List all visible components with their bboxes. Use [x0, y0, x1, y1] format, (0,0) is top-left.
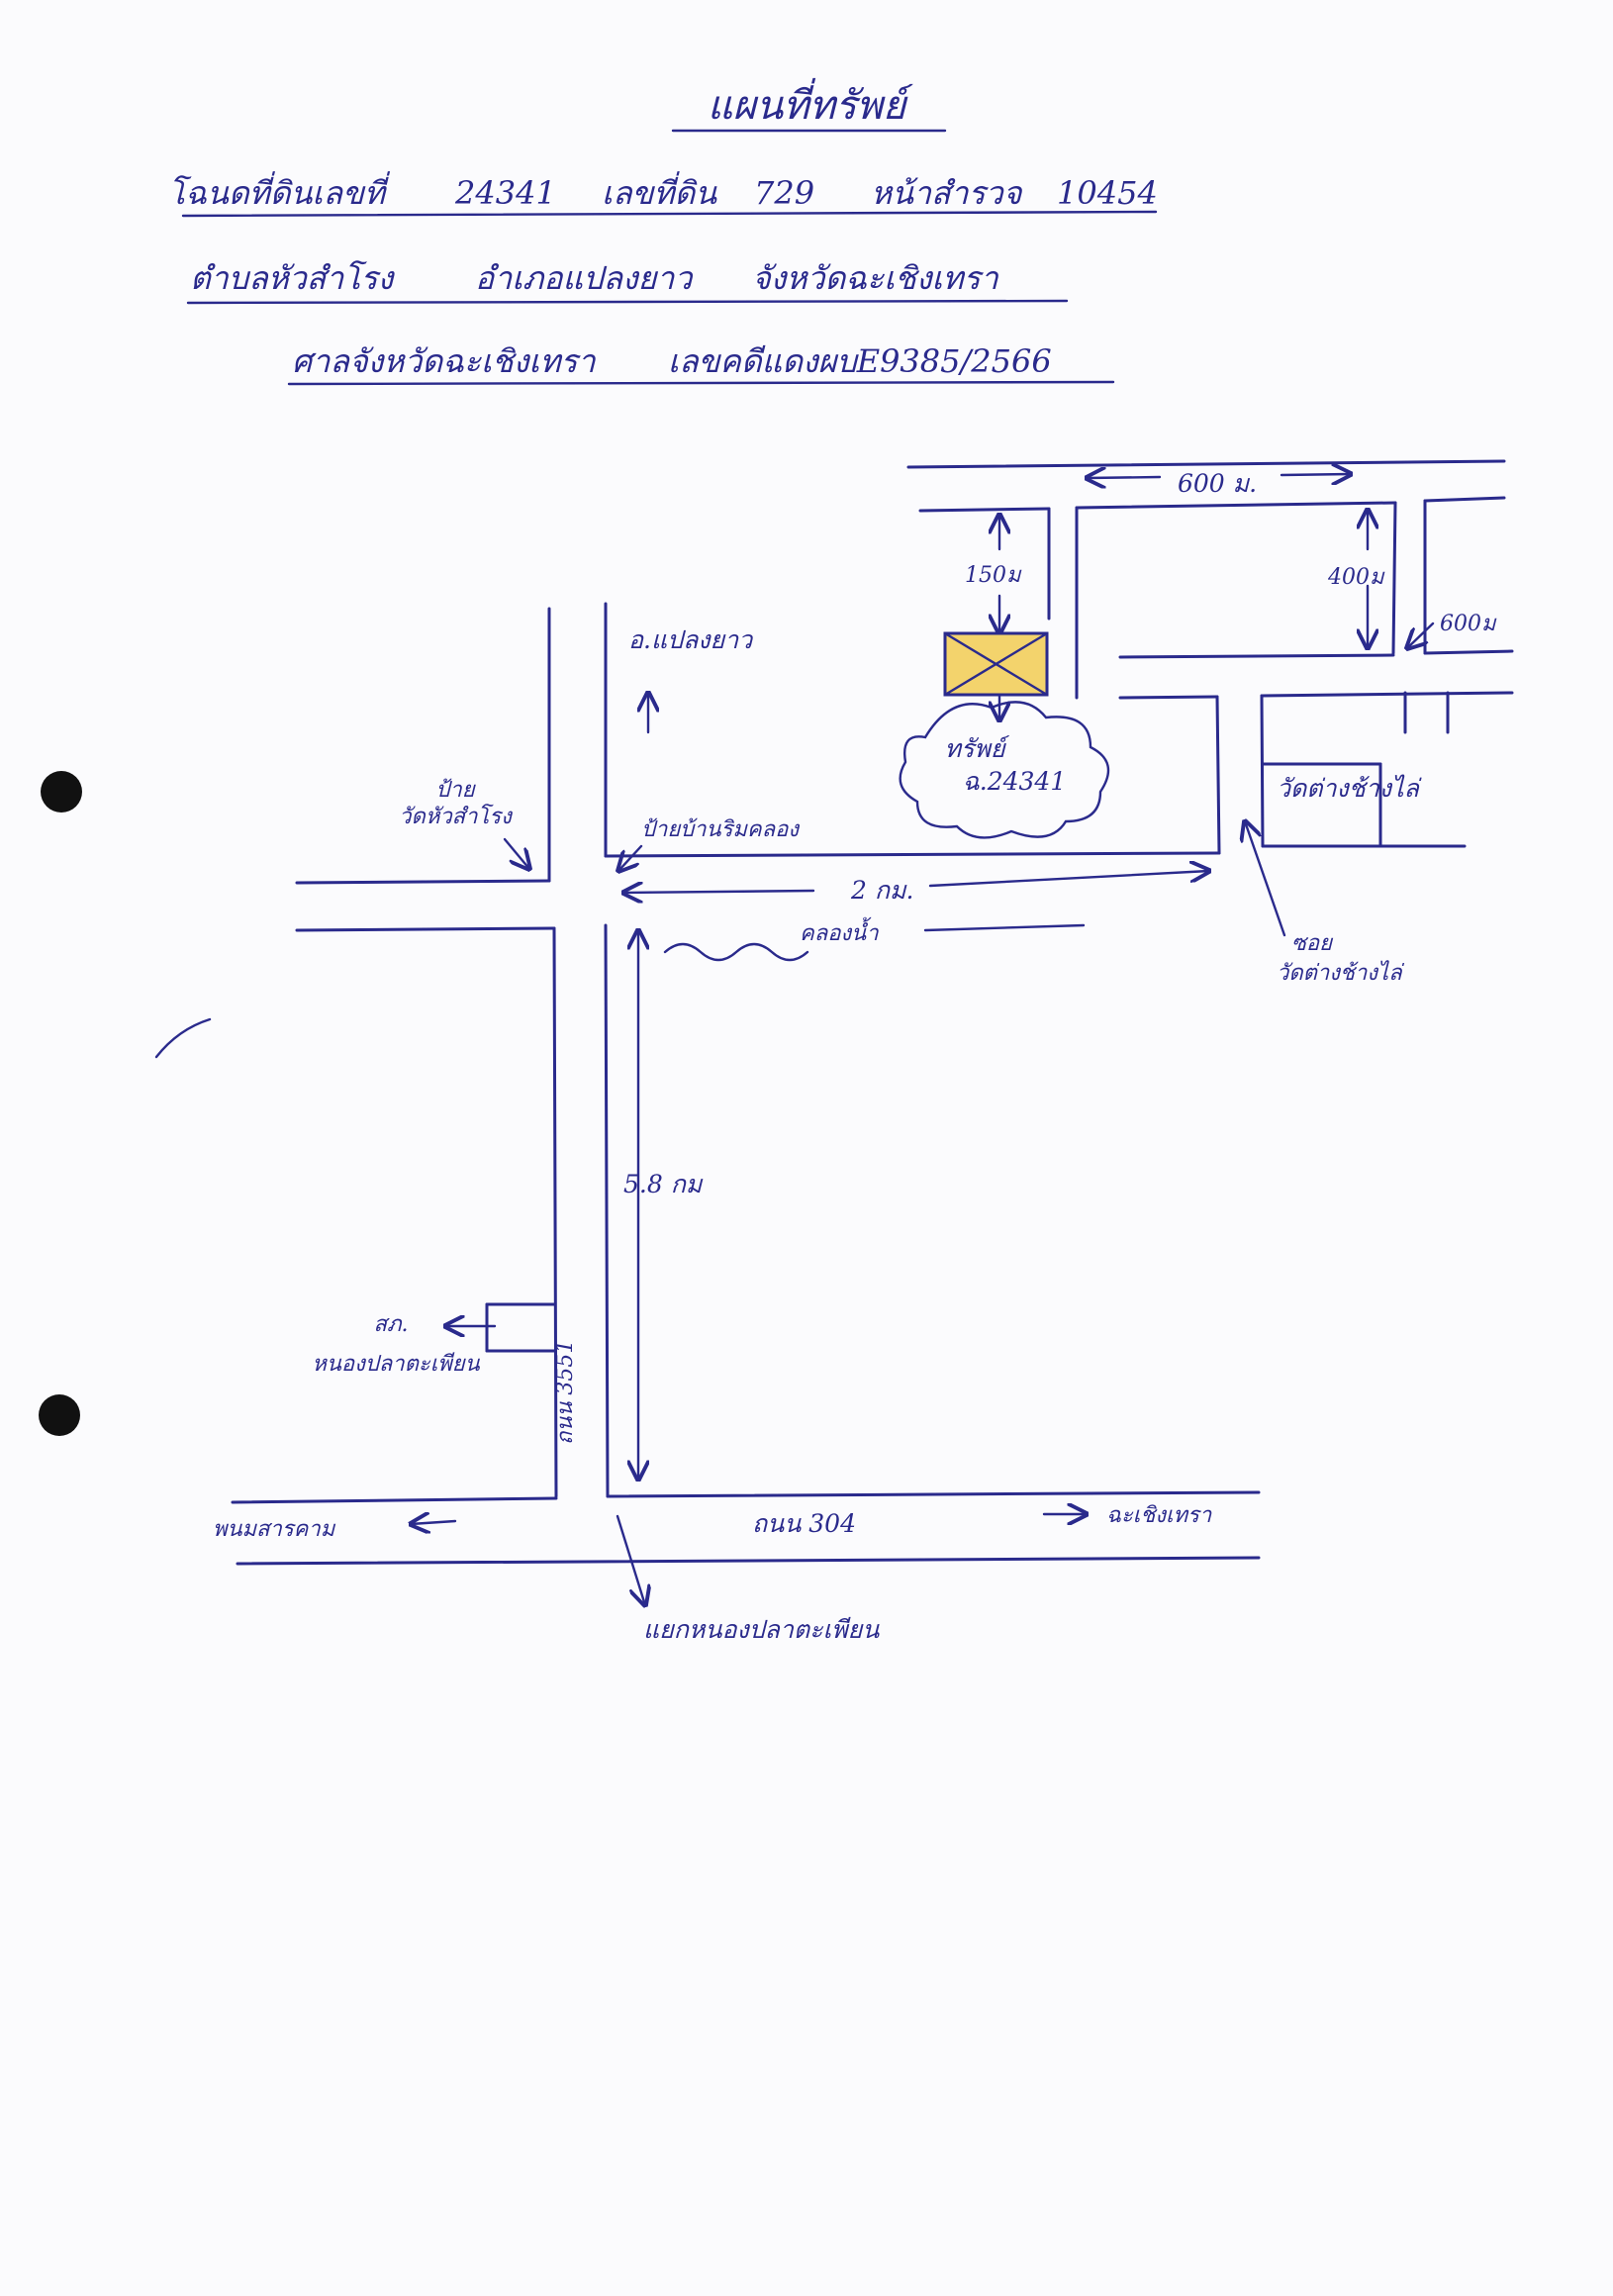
distance-to-plot-label: 150ม — [965, 563, 1022, 588]
property-label-cloud — [899, 701, 1110, 839]
soi-label-line2: วัดต่างช้างไล่ — [1277, 960, 1405, 986]
land-number-label: เลขที่ดิน — [602, 171, 717, 212]
police-label-line2: หนองปลาตะเพียน — [312, 1352, 480, 1377]
temple-sign-label-line2: วัดหัวสำโรง — [399, 804, 514, 829]
province-name: จังหวัดฉะเชิงเทรา — [752, 259, 999, 297]
deed-underline — [181, 210, 1158, 218]
road-network — [231, 459, 1514, 1566]
road-304-label: ถนน 304 — [752, 1509, 856, 1538]
deed-label: โฉนดที่ดินเลขที่ — [168, 171, 391, 212]
to-phanom-sarakham-label: พนมสารคาม — [213, 1517, 336, 1542]
subdistrict-name: ตำบลหัวสำโรง — [190, 259, 396, 297]
ban-rim-khlong-sign-label: ป้ายบ้านริมคลอง — [641, 817, 801, 842]
distance-right-label: 400ม — [1327, 565, 1385, 590]
junction-label: แยกหนองปลาตะเพียน — [643, 1615, 880, 1644]
distance-top-label: 600 ม. — [1178, 469, 1257, 498]
police-label-line1: สภ. — [374, 1312, 409, 1337]
to-plaeng-yao-label: อ.แปลงยาว — [628, 625, 754, 654]
road-3551-label: ถนน 3551 — [553, 1340, 578, 1445]
case-number: เลขคดีแดงผบE9385/2566 — [668, 342, 1052, 380]
court-underline — [287, 380, 1115, 386]
property-plot — [943, 631, 1049, 697]
location-underline — [186, 299, 1069, 305]
punch-hole-top — [41, 771, 82, 813]
district-name: อำเภอแปลงยาว — [475, 259, 694, 297]
deed-number: 24341 — [454, 174, 556, 212]
distance-5-8km-label: 5.8 กม — [623, 1170, 704, 1198]
to-chachoengsao-label: ฉะเชิงเทรา — [1106, 1503, 1212, 1528]
page-title: แผนที่ทรัพย์ — [708, 77, 914, 129]
survey-label: หน้าสำรวจ — [871, 174, 1023, 212]
canal-label: คลองน้ำ — [800, 916, 879, 946]
temple-sign-label-line1: ป้าย — [435, 778, 476, 803]
distance-2km-label: 2 กม. — [850, 876, 913, 905]
punch-hole-bottom — [39, 1394, 80, 1436]
survey-number: 10454 — [1057, 174, 1158, 212]
property-deed-label: ฉ.24341 — [963, 767, 1067, 796]
pen-stray-mark — [154, 1017, 212, 1059]
canal-wave-line — [663, 923, 1086, 962]
land-number: 729 — [754, 174, 814, 212]
soi-label-line1: ซอย — [1291, 931, 1334, 956]
property-label: ทรัพย์ — [944, 734, 1009, 763]
direction-arrows — [411, 474, 1435, 1605]
distance-far-label: 600ม — [1440, 612, 1497, 636]
temple-right-label: วัดต่างช้างไล่ — [1277, 774, 1422, 803]
court-name: ศาลจังหวัดฉะเชิงเทรา — [292, 342, 597, 380]
